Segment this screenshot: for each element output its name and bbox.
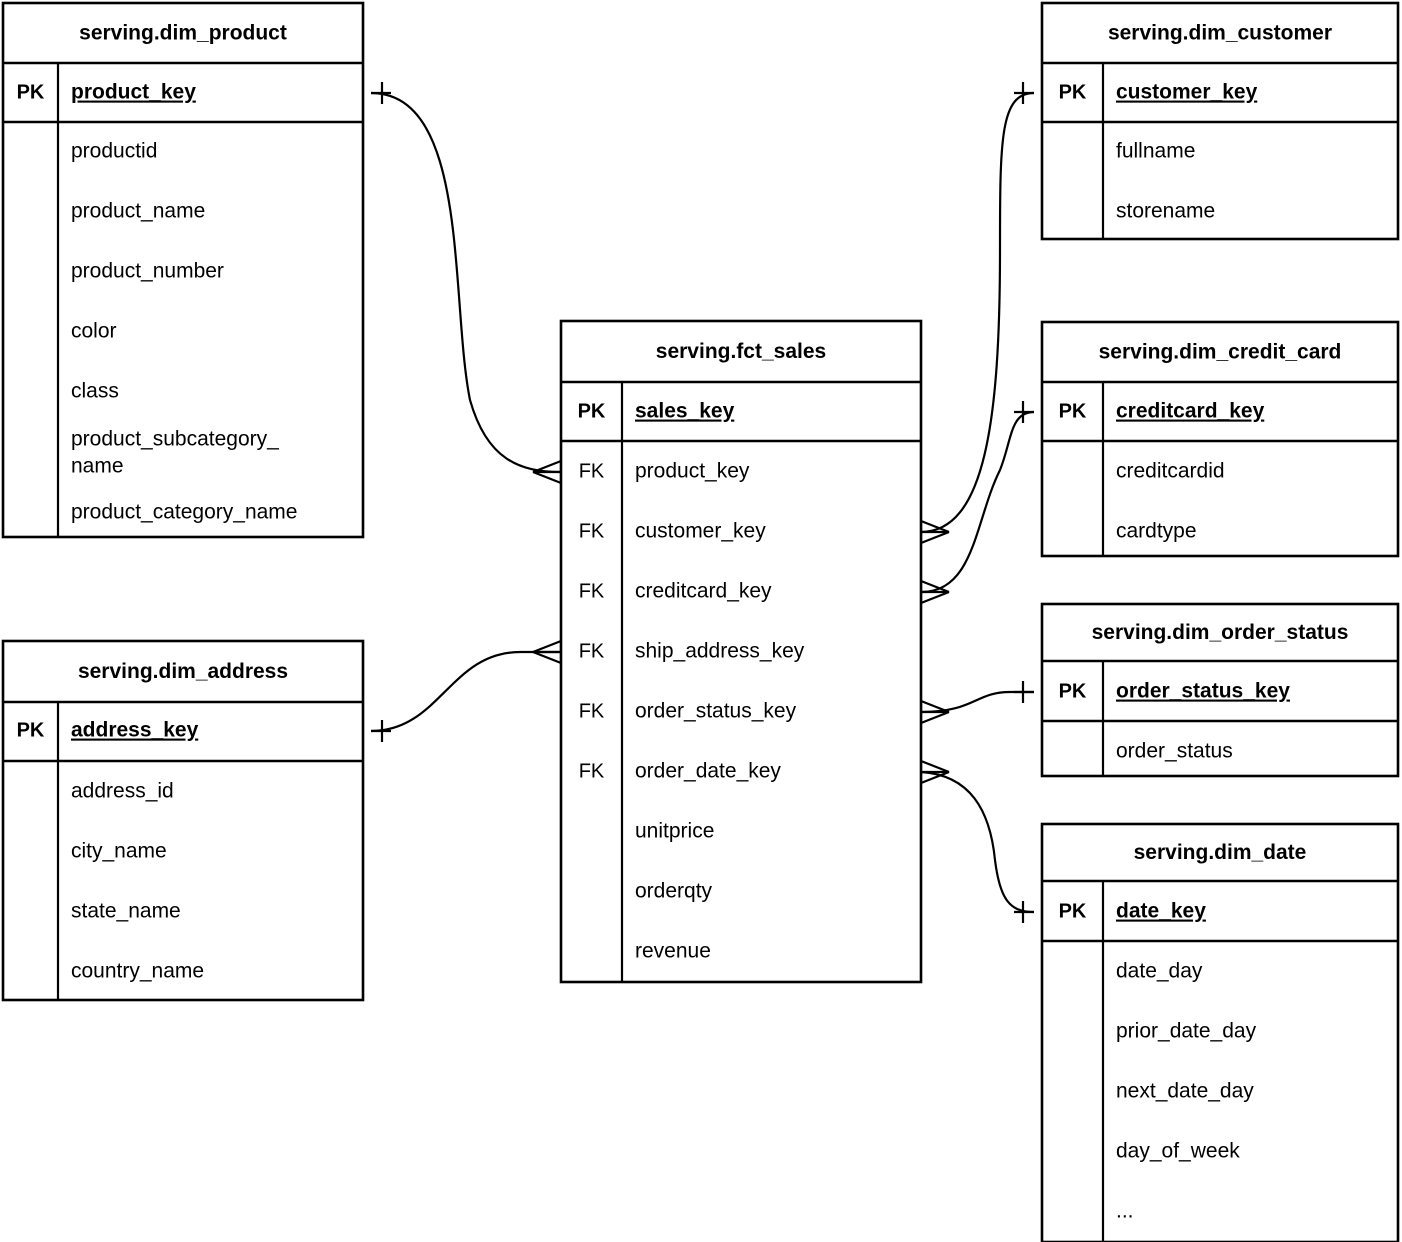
attribute-dim_customer-1: storename [1116, 200, 1215, 223]
attribute-fct_sales-0: product_key [635, 460, 750, 483]
attribute-fct_sales-5: order_date_key [635, 760, 781, 783]
attribute-dim_credit_card-0: creditcardid [1116, 460, 1225, 483]
pk-tag-dim_order_status: PK [1059, 680, 1087, 702]
crowsfoot-lower-sales-to-customer-from [920, 530, 950, 545]
relationship-product-to-sales[interactable] [370, 82, 563, 485]
attribute-dim_product-1: product_name [71, 200, 205, 223]
pk-tag-dim_credit_card: PK [1059, 400, 1087, 422]
attribute-dim_date-4: ... [1116, 1200, 1134, 1223]
pk-tag-fct_sales: PK [578, 400, 606, 422]
entity-title-dim_order_status: serving.dim_order_status [1092, 621, 1349, 644]
relationship-sales-to-customer[interactable] [919, 82, 1035, 545]
attribute-fct_sales-3: ship_address_key [635, 640, 805, 663]
attribute-dim_date-2: next_date_day [1116, 1080, 1254, 1103]
relationship-sales-to-date[interactable] [919, 759, 1035, 923]
attribute-dim_product-2: product_number [71, 260, 224, 283]
attribute-dim_date-0: date_day [1116, 960, 1203, 983]
fk-tag-fct_sales-2: FK [579, 580, 605, 602]
crowsfoot-upper-address-to-sales-to [532, 639, 562, 654]
crowsfoot-upper-sales-to-orderstatus-from [920, 699, 950, 714]
relationship-line-sales-to-orderstatus [920, 690, 1034, 714]
attribute-dim_product-5: product_subcategory_ [71, 428, 279, 451]
fk-tag-fct_sales-3: FK [579, 640, 605, 662]
fk-tag-fct_sales-5: FK [579, 760, 605, 782]
pk-tag-dim_date: PK [1059, 900, 1087, 922]
attribute-dim_customer-0: fullname [1116, 140, 1195, 163]
fk-tag-fct_sales-1: FK [579, 520, 605, 542]
attribute-dim_credit_card-1: cardtype [1116, 520, 1197, 543]
relationship-line-sales-to-date [920, 770, 1035, 914]
attribute-dim_address-3: country_name [71, 960, 204, 983]
relationship-line-sales-to-creditcard [920, 410, 1035, 594]
entity-title-dim_credit_card: serving.dim_credit_card [1099, 341, 1342, 364]
pk-attribute-dim_customer: customer_key [1116, 81, 1258, 104]
relationships-layer [370, 82, 1035, 923]
attribute-dim_address-1: city_name [71, 840, 167, 863]
crowsfoot-upper-product-to-sales-to [532, 459, 562, 474]
pk-tag-dim_product: PK [17, 81, 45, 103]
attribute-fct_sales-6: unitprice [635, 820, 714, 843]
pk-tag-dim_customer: PK [1059, 81, 1087, 103]
attribute-dim_product-3: color [71, 320, 117, 343]
entity-box-dim_date [1040, 822, 1400, 1242]
entity-title-dim_customer: serving.dim_customer [1108, 22, 1332, 45]
fk-tag-fct_sales-0: FK [579, 460, 605, 482]
entity-title-dim_product: serving.dim_product [79, 22, 287, 45]
entity-title-dim_date: serving.dim_date [1134, 841, 1307, 864]
crowsfoot-lower-address-to-sales-to [532, 650, 562, 665]
pk-attribute-fct_sales: sales_key [635, 400, 735, 423]
attribute-dim_address-0: address_id [71, 780, 174, 803]
attribute-dim_product-4: class [71, 380, 119, 403]
relationship-line-address-to-sales [370, 650, 561, 733]
entity-title-dim_address: serving.dim_address [78, 660, 288, 683]
relationship-address-to-sales[interactable] [370, 639, 563, 742]
crowsfoot-lower-sales-to-creditcard-from [920, 590, 950, 605]
relationship-line-sales-to-customer [920, 91, 1035, 534]
relationship-line-product-to-sales [370, 91, 562, 474]
attribute-dim_date-1: prior_date_day [1116, 1020, 1257, 1043]
attribute-dim_product-7: product_category_name [71, 501, 297, 524]
attribute-fct_sales-2: creditcard_key [635, 580, 772, 603]
attribute-fct_sales-4: order_status_key [635, 700, 797, 723]
pk-attribute-dim_product: product_key [71, 81, 196, 104]
attribute-fct_sales-1: customer_key [635, 520, 766, 543]
pk-attribute-dim_address: address_key [71, 719, 199, 742]
relationship-sales-to-creditcard[interactable] [919, 401, 1035, 605]
crowsfoot-lower-sales-to-date-from [920, 770, 950, 785]
entity-box-dim_product [1, 1, 365, 539]
attribute-fct_sales-8: revenue [635, 940, 711, 963]
entity-title-fct_sales: serving.fct_sales [656, 340, 826, 363]
crowsfoot-lower-sales-to-orderstatus-from [920, 710, 950, 725]
fk-tag-fct_sales-4: FK [579, 700, 605, 722]
pk-attribute-dim_order_status: order_status_key [1116, 680, 1290, 703]
entity-box-dim_credit_card [1040, 320, 1400, 558]
attribute-dim_product-6: name [71, 455, 124, 478]
attribute-dim_address-2: state_name [71, 900, 181, 923]
relationship-sales-to-orderstatus[interactable] [919, 681, 1034, 725]
crowsfoot-upper-sales-to-creditcard-from [920, 579, 950, 594]
pk-tag-dim_address: PK [17, 719, 45, 741]
attribute-fct_sales-7: orderqty [635, 880, 713, 903]
pk-attribute-dim_credit_card: creditcard_key [1116, 400, 1265, 423]
attribute-dim_date-3: day_of_week [1116, 1140, 1240, 1163]
pk-attribute-dim_date: date_key [1116, 900, 1206, 923]
crowsfoot-upper-sales-to-date-from [920, 759, 950, 774]
attribute-dim_order_status-0: order_status [1116, 740, 1233, 763]
crowsfoot-lower-product-to-sales-to [532, 470, 562, 485]
attribute-dim_product-0: productid [71, 140, 157, 163]
crowsfoot-upper-sales-to-customer-from [920, 519, 950, 534]
entity-box-dim_order_status [1040, 602, 1400, 778]
